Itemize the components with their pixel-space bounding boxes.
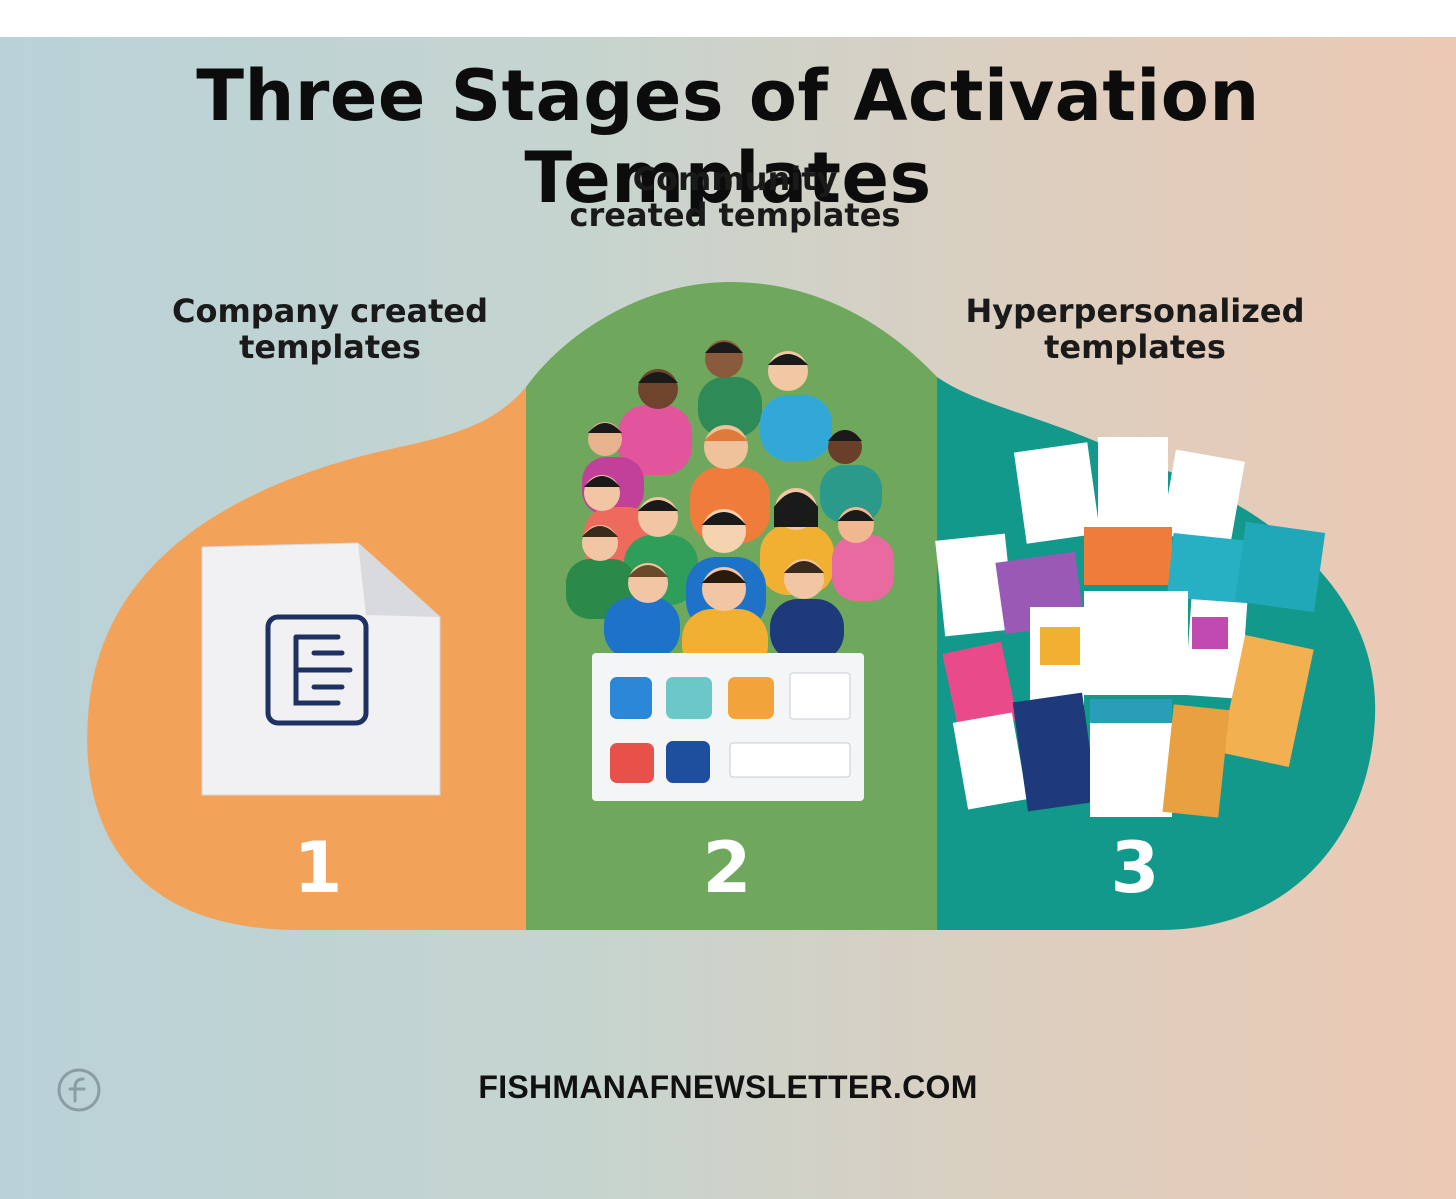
stage-3-number: 3 (1110, 827, 1160, 909)
template-collage-icon (935, 437, 1326, 818)
stages-cloud (87, 282, 1376, 930)
diagram-canvas: Three Stages of Activation Templates Com… (0, 37, 1456, 1199)
stage-2-label: Community created templates (569, 160, 901, 234)
newsletter-logo-icon (57, 1068, 101, 1112)
people-group-icon (566, 340, 894, 801)
document-icon (201, 542, 441, 796)
stage-2-number: 2 (702, 827, 752, 909)
footer-website: FISHMANAFNEWSLETTER.COM (478, 1069, 978, 1105)
stage-1-number: 1 (293, 827, 343, 909)
stage-3-label: Hyperpersonalized templates (965, 292, 1305, 366)
community-dashboard-card (592, 653, 864, 801)
diagram-title: Three Stages of Activation Templates (196, 55, 1260, 219)
stage-1-label: Company created templates (171, 292, 489, 366)
